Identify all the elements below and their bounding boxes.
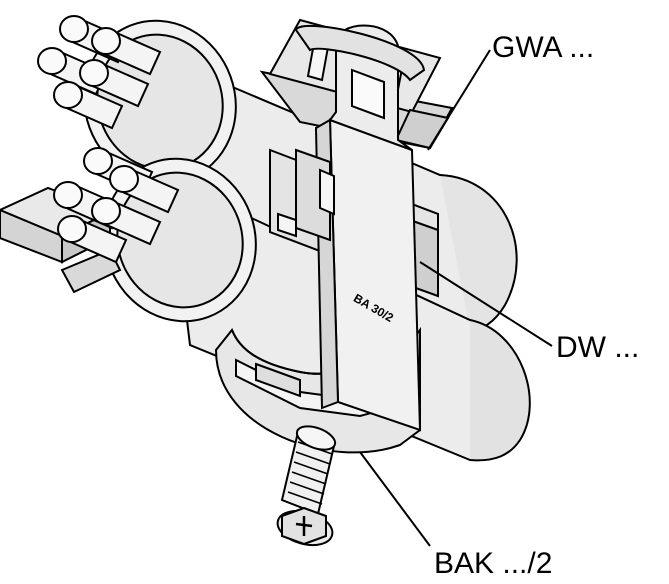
upper-cable-stubs xyxy=(37,15,162,130)
callout-label-bak: BAK .../2 xyxy=(434,547,553,580)
cable-stub xyxy=(79,59,150,108)
cable-stub xyxy=(57,215,128,264)
clamp-bolt-bak xyxy=(276,425,337,547)
leader-lines xyxy=(359,49,553,547)
lower-cable-stubs xyxy=(53,147,180,264)
clamp-band-ba xyxy=(214,24,426,454)
cable-stub xyxy=(91,197,162,246)
leader-line-dw xyxy=(419,261,553,347)
cable-stub xyxy=(91,27,162,76)
callout-label-dw: DW ... xyxy=(556,331,640,364)
cable-stub xyxy=(53,81,124,130)
cable-stub xyxy=(109,165,180,214)
leader-line-bak xyxy=(359,451,431,547)
leader-line-gwa xyxy=(427,49,491,151)
callout-label-gwa: GWA ... xyxy=(492,31,595,64)
